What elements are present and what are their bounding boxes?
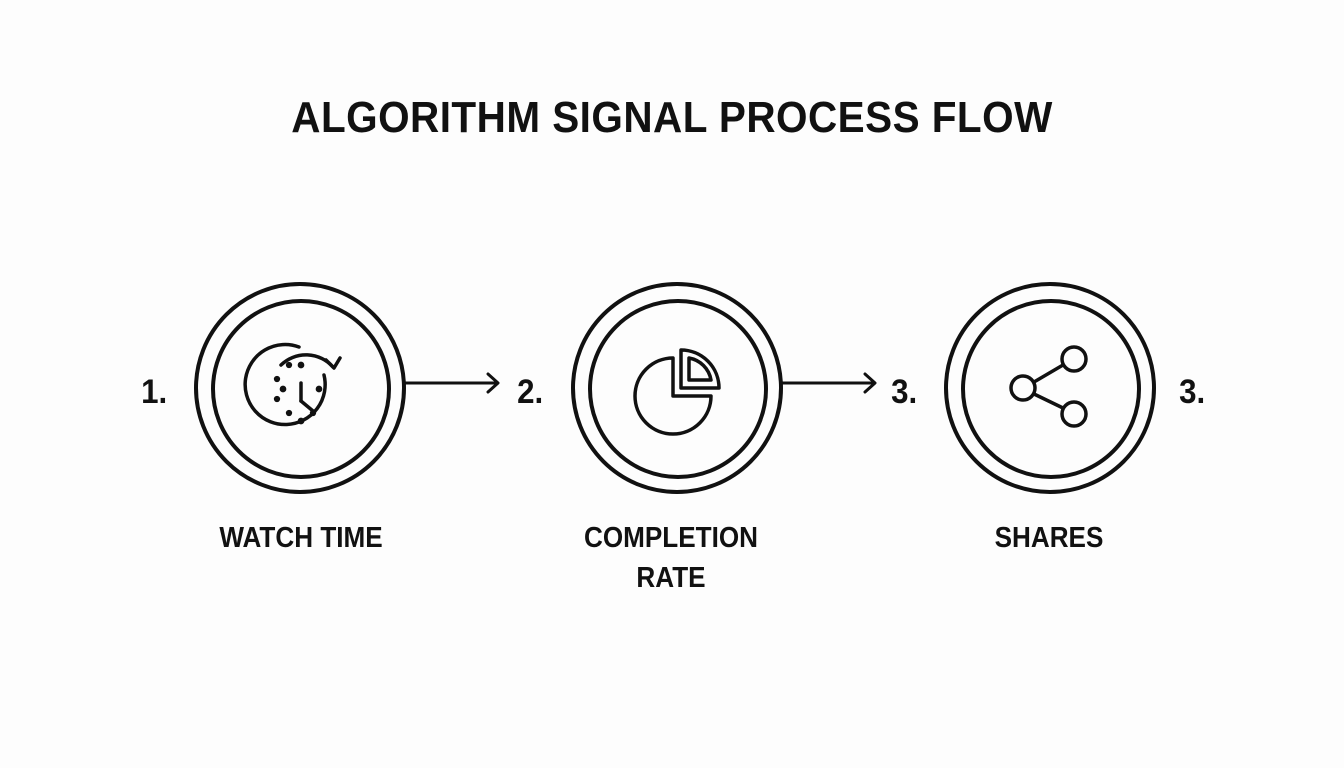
step-3-number: 3. (891, 373, 918, 411)
step-1-number: 1. (141, 373, 168, 411)
step-3-node (944, 282, 1156, 494)
pie-chart-icon (633, 348, 721, 436)
step-2-number: 2. (517, 373, 544, 411)
step-1-label: WATCH TIME (219, 522, 383, 554)
step-2-label: COMPLETION RATE (583, 522, 759, 594)
step-2-node (571, 282, 783, 494)
step-1-node (194, 282, 406, 494)
clock-refresh-icon (243, 342, 342, 427)
diagram-title: ALGORITHM SIGNAL PROCESS FLOW (291, 93, 1053, 142)
arrow-2-to-3 (779, 372, 877, 394)
share-icon (1009, 345, 1088, 428)
step-3-label: SHARES (994, 522, 1104, 554)
arrow-1-to-2 (404, 372, 500, 394)
trailing-number: 3. (1179, 373, 1206, 411)
